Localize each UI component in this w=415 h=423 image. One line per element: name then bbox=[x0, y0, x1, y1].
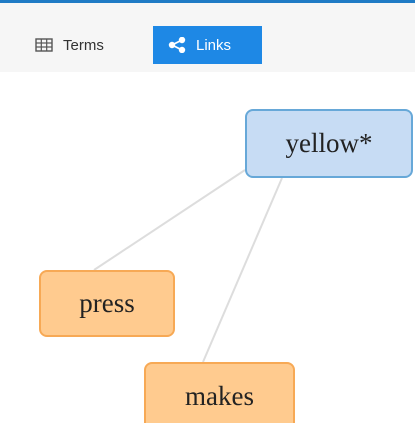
node-makes[interactable]: makes bbox=[144, 362, 295, 423]
link-graph: yellow* press makes bbox=[0, 72, 415, 423]
link-yellow-makes bbox=[202, 177, 283, 363]
tab-terms[interactable]: Terms bbox=[34, 26, 128, 64]
link-lines bbox=[93, 169, 283, 363]
tab-links[interactable]: Links bbox=[153, 26, 262, 64]
share-icon bbox=[167, 37, 187, 53]
node-yellow[interactable]: yellow* bbox=[245, 109, 413, 178]
node-press[interactable]: press bbox=[39, 270, 175, 337]
table-icon bbox=[34, 37, 54, 53]
link-yellow-press bbox=[93, 169, 246, 271]
tab-terms-label: Terms bbox=[63, 36, 104, 54]
view-toolbar: Terms Links bbox=[0, 0, 415, 72]
tab-links-label: Links bbox=[196, 36, 232, 54]
